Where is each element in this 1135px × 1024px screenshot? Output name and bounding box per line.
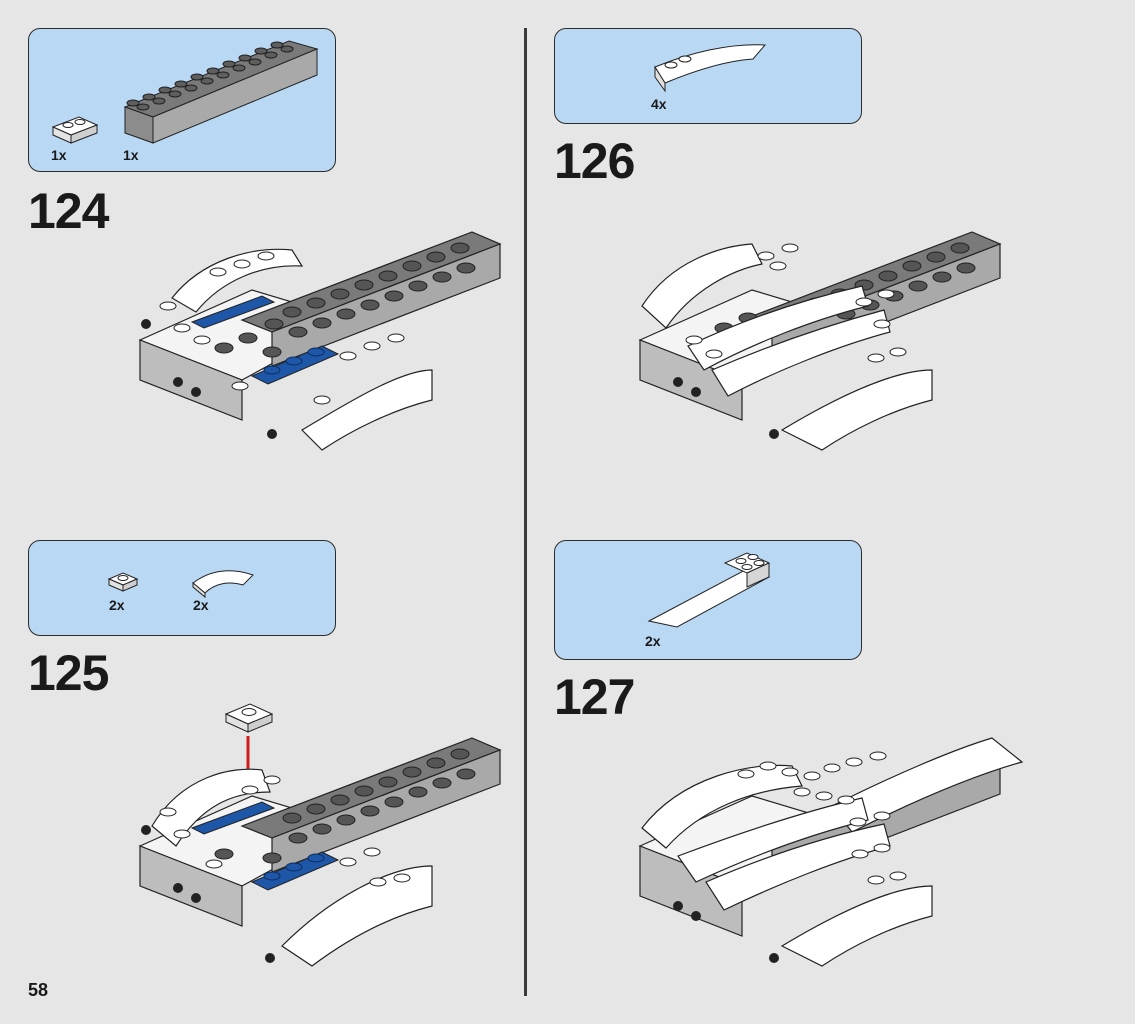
parts-callout-step-124: 1x 1x	[28, 28, 336, 172]
step-127-model-illustration	[638, 737, 1024, 967]
gray-2x10-brick-icon	[123, 40, 319, 144]
step-124-model-illustration	[138, 231, 502, 451]
step-number: 127	[554, 669, 635, 725]
step-number: 126	[554, 133, 635, 189]
new-part-1x1-plate-icon	[224, 703, 274, 733]
part-qty: 1x	[123, 147, 139, 163]
parts-callout-step-127: 2x	[554, 540, 862, 660]
step-number: 124	[28, 183, 109, 239]
white-1x2-plate-icon	[51, 116, 99, 144]
part-qty: 2x	[645, 633, 661, 649]
column-divider	[524, 28, 527, 996]
step-number: 125	[28, 645, 109, 701]
white-curved-slope-icon	[192, 570, 254, 599]
white-curved-slope-long-icon	[654, 44, 767, 93]
part-qty: 2x	[109, 597, 125, 613]
parts-callout-step-125: 2x 2x	[28, 540, 336, 636]
step-125-model-illustration	[138, 703, 502, 967]
part-qty: 4x	[651, 96, 667, 112]
step-126-model-illustration	[638, 231, 1002, 451]
page-number: 58	[28, 980, 49, 1000]
part-qty: 1x	[51, 147, 67, 163]
parts-callout-step-126: 4x	[554, 28, 862, 124]
white-wedge-slope-icon	[647, 552, 771, 628]
part-qty: 2x	[193, 597, 209, 613]
white-1x1-plate-icon	[107, 572, 139, 592]
